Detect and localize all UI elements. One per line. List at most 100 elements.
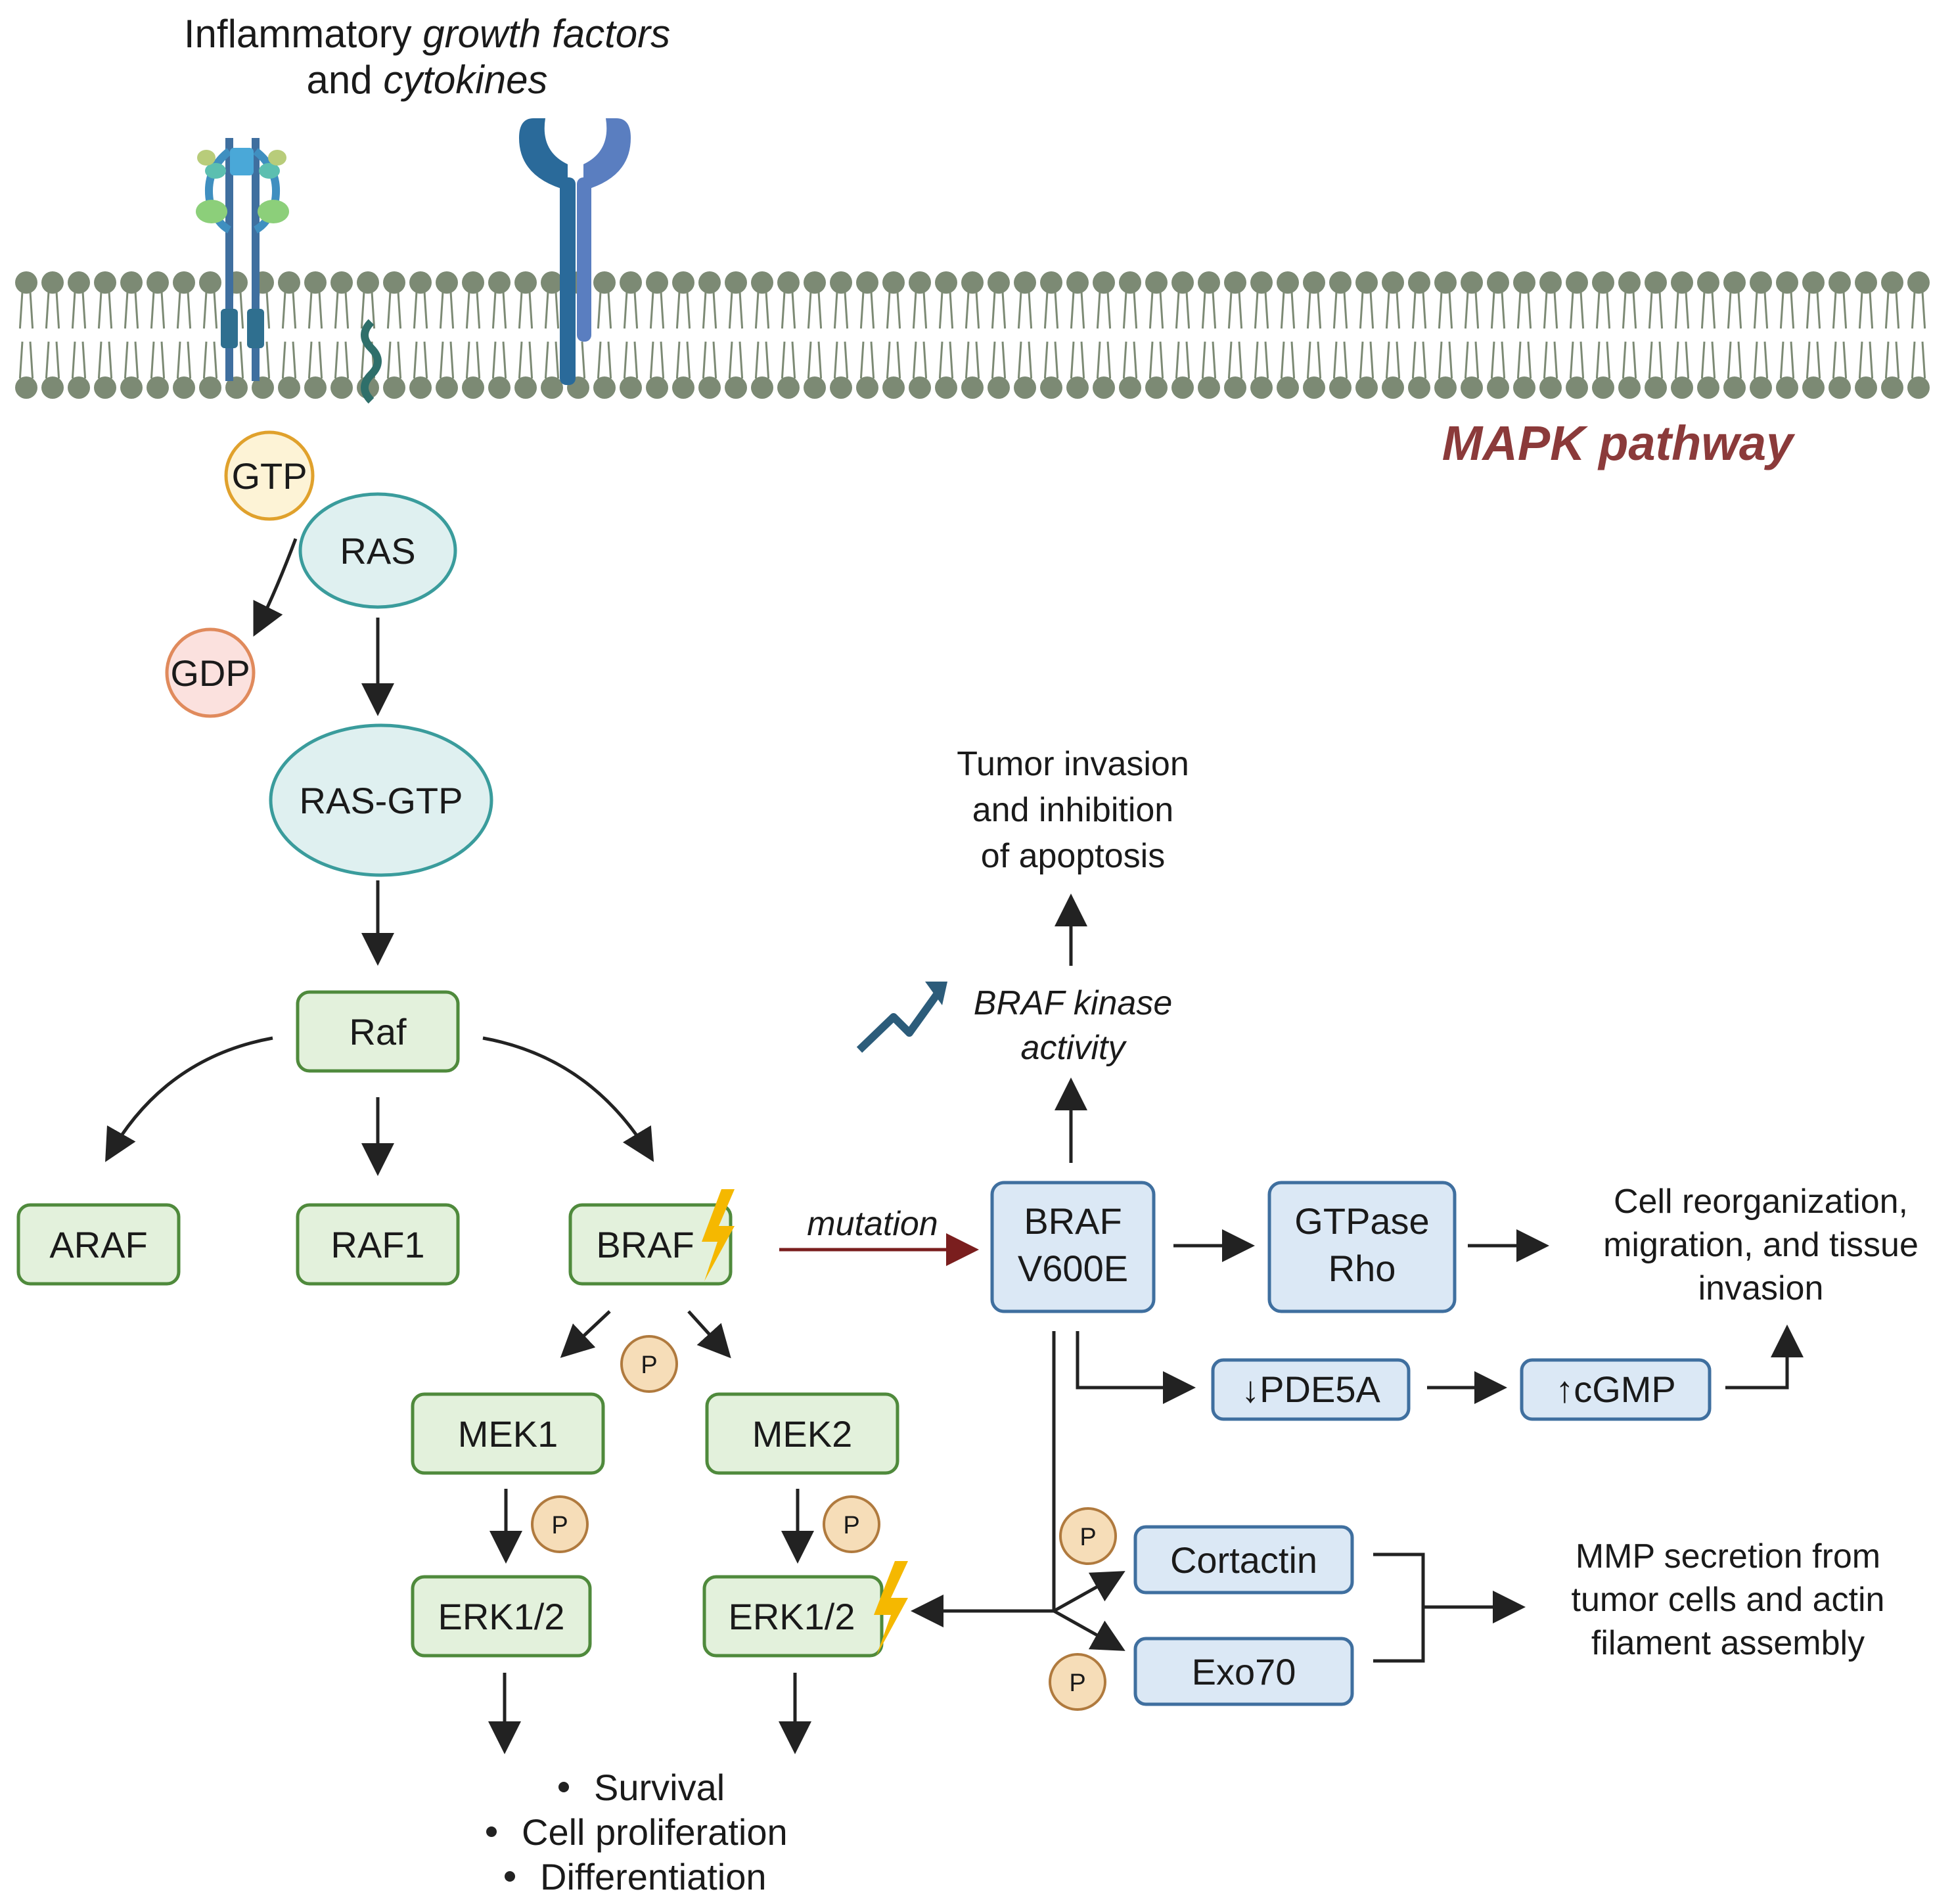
lipid-tail [1711, 291, 1716, 329]
lipid-tail [1343, 341, 1348, 379]
lipid-tail [1001, 341, 1007, 379]
lightning-bolt-icon [874, 1561, 908, 1656]
lipid-tail [528, 341, 534, 379]
header-line2: and cytokines [307, 58, 548, 102]
lipid-tail [108, 341, 113, 379]
mek2-label: MEK2 [752, 1413, 853, 1455]
lipid-tail [1490, 291, 1495, 329]
lipid-tail [544, 341, 549, 379]
lipid-head [1329, 271, 1352, 294]
lipid-tail [1474, 291, 1480, 329]
lipid-tail [1790, 341, 1795, 379]
lipid-tail [397, 341, 402, 379]
lipid-tail [1632, 341, 1637, 379]
cortactin-label: Cortactin [1170, 1539, 1317, 1581]
lipid-tail [712, 291, 717, 329]
lipid-tail [307, 341, 313, 379]
lipid-tail [397, 291, 402, 329]
lipid-tail [1264, 291, 1269, 329]
gdp-label: GDP [170, 652, 250, 694]
lipid-head [1697, 376, 1719, 399]
lipid-tail [1096, 291, 1101, 329]
lipid-head [1829, 376, 1851, 399]
lipid-tail [1543, 291, 1548, 329]
lipid-tail [833, 291, 838, 329]
lipid-tail [18, 341, 24, 379]
lipid-tail [1501, 291, 1506, 329]
lipid-tail [1606, 341, 1611, 379]
lipid-tail [886, 291, 891, 329]
erk-left-node [411, 1575, 592, 1658]
bracket-line [1373, 1553, 1425, 1663]
lipid-tail [502, 291, 507, 329]
raf1-label: RAF1 [330, 1224, 424, 1265]
lipid-tail [623, 341, 628, 379]
braf-label: BRAF [596, 1224, 694, 1265]
lipid-head [620, 376, 642, 399]
lipid-tail [1001, 291, 1007, 329]
lipid-tail [413, 291, 418, 329]
v600e-to-exo70-arrow [1053, 1609, 1125, 1651]
lipid-head [15, 271, 37, 294]
lipid-head [1855, 271, 1877, 294]
lipid-head [1750, 376, 1772, 399]
lipid-head [278, 376, 300, 399]
lipid-tail [765, 341, 770, 379]
lipid-head [1539, 376, 1562, 399]
lipid-head [68, 376, 90, 399]
exo70-label: Exo70 [1192, 1651, 1296, 1692]
lipid-tail [738, 291, 744, 329]
lipid-tail [886, 341, 891, 379]
lipid-tail [1685, 341, 1690, 379]
lipid-tail [1438, 291, 1443, 329]
raf-label: Raf [349, 1011, 407, 1053]
lipid-head [1513, 271, 1535, 294]
lipid-tail [528, 291, 534, 329]
lipid-head [1014, 271, 1036, 294]
lipid-tail [1227, 291, 1233, 329]
phospho-badge [1049, 1653, 1106, 1711]
lipid-tail [1553, 341, 1558, 379]
phospho-label: P [551, 1512, 568, 1539]
lipid-tail [765, 291, 770, 329]
lipid-tail [491, 341, 497, 379]
lipid-head [856, 376, 878, 399]
lipid-tail [1448, 341, 1453, 379]
lipid-head [593, 271, 616, 294]
lipid-tail [213, 341, 218, 379]
lipid-tail [1332, 341, 1338, 379]
gtpase-line2: Rho [1329, 1248, 1396, 1289]
cgmp-to-cell-arrow [1725, 1325, 1804, 1390]
lipid-tail [1359, 341, 1364, 379]
mutation-label: mutation [807, 1205, 938, 1243]
lipid-tail [1306, 291, 1311, 329]
pde5a-node [1211, 1358, 1411, 1421]
lipid-head [909, 376, 931, 399]
lipid-head [488, 271, 511, 294]
lipid-tail [150, 291, 155, 329]
lipid-head [698, 271, 721, 294]
lipid-tail [1658, 341, 1664, 379]
cortactin-node [1133, 1525, 1354, 1595]
lipid-head [1829, 271, 1851, 294]
lipid-tail [449, 291, 455, 329]
lipid-tail [1464, 341, 1469, 379]
lipid-tail [334, 291, 339, 329]
lipid-tail [675, 341, 681, 379]
braf-v600e-node [990, 1181, 1156, 1313]
lipid-head [909, 271, 931, 294]
lipid-head [1066, 271, 1089, 294]
lipid-tail [1411, 291, 1417, 329]
lipid-head [1645, 376, 1667, 399]
lipid-head [988, 376, 1010, 399]
lipid-tail [1569, 341, 1574, 379]
raf-to-araf-arrow [105, 1036, 273, 1162]
lipid-tail [859, 291, 865, 329]
lipid-tail [1106, 341, 1112, 379]
ras-label: RAS [340, 530, 415, 572]
araf-node [16, 1203, 181, 1286]
erk-right-label: ERK1/2 [729, 1596, 855, 1637]
lipid-tail [1306, 341, 1311, 379]
lipid-tail [1858, 291, 1863, 329]
